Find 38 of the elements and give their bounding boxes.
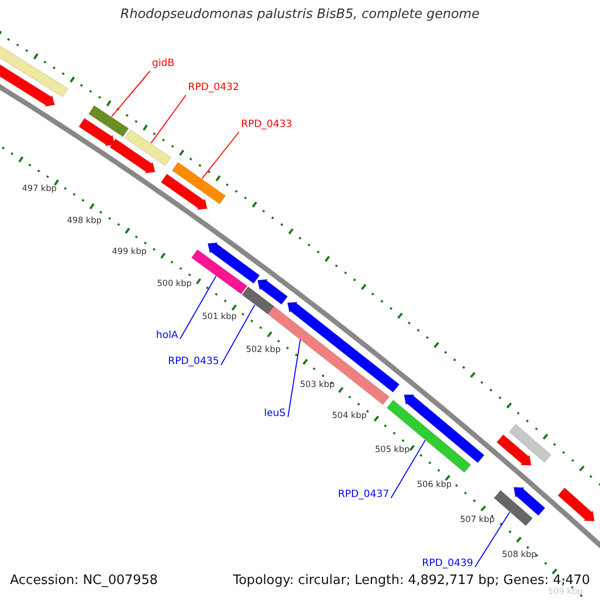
gene-bar <box>124 129 172 166</box>
gene-label: RPD_0439 <box>422 558 474 570</box>
leader-line <box>390 440 426 498</box>
gene-bar <box>267 306 390 406</box>
accession-text: Accession: NC_007958 <box>10 574 158 589</box>
scale-label: 503 kbp <box>300 381 335 391</box>
leader-line <box>474 512 510 568</box>
gene-bar <box>172 162 226 204</box>
scale-label: 508 kbp <box>502 551 537 561</box>
gene-label: RPD_0435 <box>168 356 220 368</box>
leader-line <box>202 132 240 179</box>
scale-label: 501 kbp <box>202 313 237 323</box>
gene-label: RPD_0433 <box>241 119 292 130</box>
leader-line <box>220 304 256 366</box>
gene-bar <box>88 105 129 138</box>
gene-label: leuS <box>264 408 286 420</box>
gene-bar <box>242 286 274 315</box>
leader-line <box>150 94 186 144</box>
scale-label: 504 kbp <box>332 412 367 422</box>
scale-label: 497 kbp <box>22 185 57 195</box>
scale-label: 499 kbp <box>112 248 147 258</box>
scale-label: 502 kbp <box>246 346 281 356</box>
title: Rhodopseudomonas palustris BisB5, complete genome <box>119 8 481 23</box>
gene-label: RPD_0432 <box>188 82 240 94</box>
scale-label: 498 kbp <box>67 217 102 227</box>
gene-label: holA <box>156 330 178 342</box>
leader-line <box>111 70 150 118</box>
scale-label: 505 kbp <box>375 446 410 456</box>
genome-info-text: Topology: circular; Length: 4,892,717 bp; Genes: 4,470 <box>233 574 590 588</box>
scale-label: 507 kbp <box>460 516 495 526</box>
gene-bar <box>494 490 533 526</box>
leader-line <box>180 276 216 340</box>
gene-label: gidB <box>152 58 174 70</box>
leader-line <box>288 339 301 418</box>
gene-bar <box>191 249 248 294</box>
scale-label: 500 kbp <box>157 280 192 290</box>
scale-label: 506 kbp <box>417 481 452 491</box>
gene-label: RPD_0437 <box>338 489 390 500</box>
